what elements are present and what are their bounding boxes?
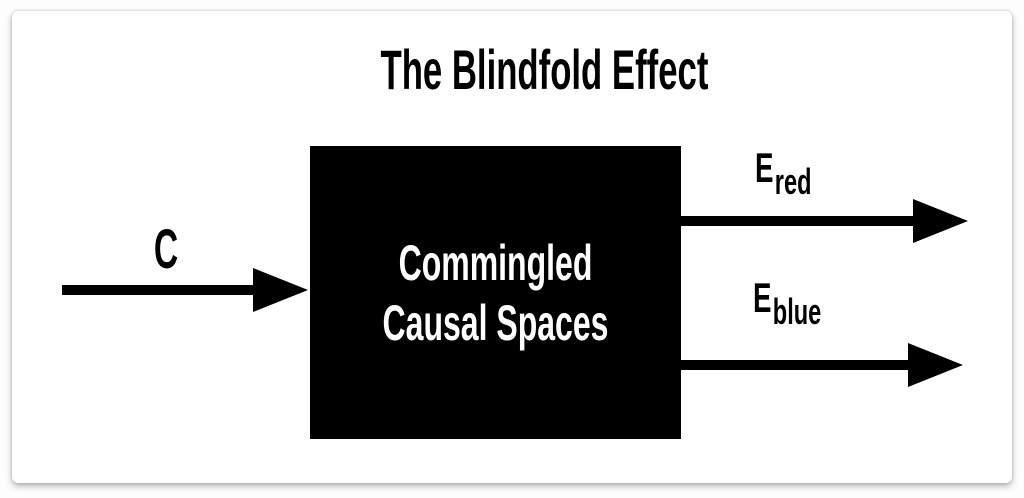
input-label-c: C bbox=[153, 217, 179, 280]
output-label-e-red-base: E bbox=[755, 144, 774, 191]
box-label-line1: Commingled bbox=[398, 234, 593, 291]
output-label-e-red-subscript: red bbox=[774, 162, 812, 203]
box-label-line2: Causal Spaces bbox=[382, 294, 609, 351]
output-label-e-blue-subscript: blue bbox=[772, 292, 822, 333]
output-label-e-red: Ered bbox=[755, 144, 811, 200]
output-label-e-blue: Eblue bbox=[753, 274, 821, 330]
output-arrow-e-red-arrowhead-icon bbox=[913, 199, 968, 243]
input-arrow-c-shaft bbox=[62, 285, 254, 295]
output-label-e-blue-base: E bbox=[753, 274, 772, 321]
input-arrow-c-arrowhead-icon bbox=[253, 268, 308, 312]
diagram-title: The Blindfold Effect bbox=[380, 38, 709, 101]
output-arrow-e-blue-arrowhead-icon bbox=[908, 343, 963, 387]
output-arrow-e-red-shaft bbox=[681, 216, 916, 226]
diagram-card: The Blindfold Effect Commingled Causal S… bbox=[12, 11, 1012, 483]
output-arrow-e-blue-shaft bbox=[681, 360, 911, 370]
commingled-box-node: Commingled Causal Spaces bbox=[310, 146, 681, 439]
commingled-box-label: Commingled Causal Spaces bbox=[383, 233, 609, 353]
